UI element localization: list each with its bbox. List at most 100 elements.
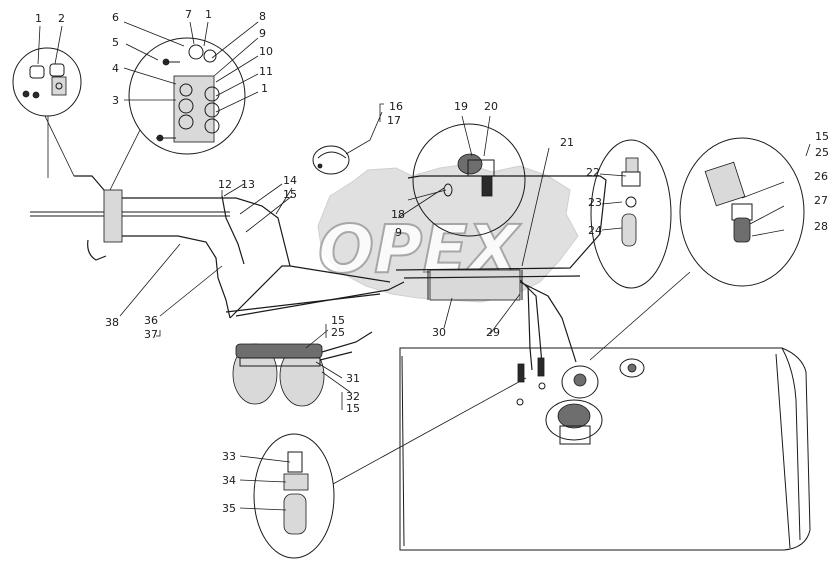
- callout-20: 20: [484, 100, 498, 113]
- fitting-24: [621, 213, 637, 247]
- valve-port-7: [178, 98, 194, 114]
- fitting-22: [625, 157, 639, 173]
- callout-1: 1: [35, 12, 42, 25]
- fitting-34: [283, 473, 309, 491]
- callout-6: 6: [112, 11, 119, 24]
- callout-23: 23: [588, 196, 602, 209]
- callout-24: 24: [588, 224, 602, 237]
- detail-ellipse-hose: [253, 433, 335, 559]
- washer-23: [625, 196, 637, 208]
- detail-bracket-small: [12, 47, 82, 178]
- callout-38: 38: [105, 316, 119, 329]
- fitting-33: [287, 451, 303, 473]
- frame-mount: [103, 189, 123, 243]
- callout-2: 2: [58, 12, 65, 25]
- bolt-small: [22, 90, 30, 98]
- detail-valve-block: [109, 37, 246, 191]
- callout-21: 21: [560, 136, 574, 149]
- detail-hose-fitting: [253, 377, 527, 559]
- callout-9: 9: [259, 27, 266, 40]
- fuel-tank: [399, 347, 811, 551]
- callout-30: 30: [432, 326, 446, 339]
- double-filter: [232, 331, 373, 407]
- tank-fitting-2: [537, 357, 545, 377]
- callout-5: 5: [112, 36, 119, 49]
- tank-cap: [619, 358, 645, 378]
- callout-15: 15: [283, 188, 297, 201]
- callout-27: 27: [814, 194, 828, 207]
- valve-port-6: [178, 114, 194, 130]
- filter-body: [429, 269, 521, 301]
- callout-36: 36: [144, 314, 158, 327]
- clamp-detail: [312, 111, 383, 175]
- callout-31: 31: [346, 372, 360, 385]
- valve-port-2: [203, 49, 217, 63]
- callout-labels: 1 2 6 7 1 8 9 5 10 4 11 3 1 16 17 19 20 …: [35, 8, 829, 515]
- detail-leader-valve: [109, 129, 141, 191]
- callout-14: 14: [283, 174, 297, 187]
- detail-ellipse-sensor: [679, 137, 805, 287]
- clip-small-2: [49, 63, 65, 77]
- callout-34: 34: [222, 474, 236, 487]
- callout-28: 28: [814, 220, 828, 233]
- callout-7: 7: [185, 8, 192, 21]
- center-filter: [395, 147, 607, 371]
- detail-fitting-stack: [590, 139, 672, 289]
- tank-pickup-flange: [545, 399, 603, 441]
- callout-26: 26: [814, 170, 828, 183]
- detail-circle-clamp: [412, 123, 526, 237]
- callout-18: 18: [391, 208, 405, 221]
- washer-small: [55, 82, 63, 90]
- valve-port-5: [204, 118, 220, 134]
- callout-1: 1: [205, 8, 212, 21]
- callout-33: 33: [222, 450, 236, 463]
- callout-17: 17: [387, 114, 401, 127]
- detail-circle-bracket-small: [12, 47, 82, 117]
- callout-13: 13: [241, 178, 255, 191]
- tank-sender-flange: [561, 365, 599, 399]
- callout-25: 25: [331, 326, 345, 339]
- callout-15: 15: [346, 402, 360, 415]
- clamp-ring: [312, 145, 350, 175]
- sensor-body: [704, 161, 746, 207]
- callout-29: 29: [486, 326, 500, 339]
- detail-ellipse-fittings: [590, 139, 672, 289]
- callout-brackets: [156, 103, 811, 410]
- callout-3: 3: [112, 94, 119, 107]
- callout-22: 22: [586, 166, 600, 179]
- detail-clamp-circle: [407, 123, 526, 237]
- callout-32: 32: [346, 390, 360, 403]
- tank-fitting-1: [517, 363, 525, 383]
- callout-12: 12: [218, 178, 232, 191]
- clamp-body: [457, 153, 483, 175]
- fitting-35: [283, 493, 307, 535]
- sensor-probe: [733, 217, 751, 243]
- valve-port-8: [179, 83, 193, 97]
- callout-35: 35: [222, 502, 236, 515]
- frame-bracket-left: [30, 175, 405, 319]
- callout-25: 25: [815, 146, 829, 159]
- watermark-gear: [317, 163, 579, 303]
- callout-16: 16: [389, 100, 403, 113]
- valve-port-1: [188, 44, 204, 60]
- valve-port-4: [204, 102, 220, 118]
- callout-9: 9: [395, 226, 402, 239]
- clip-small: [29, 65, 45, 79]
- detail-leader-small: [44, 115, 75, 177]
- leader-lines: [37, 21, 785, 511]
- tank-outline: [399, 347, 811, 551]
- callout-8: 8: [259, 10, 266, 23]
- nut-small: [32, 91, 40, 99]
- bracket-plate-small: [51, 76, 67, 96]
- callout-15: 15: [331, 314, 345, 327]
- callout-11: 11: [259, 65, 273, 78]
- callout-4: 4: [112, 62, 119, 75]
- detail-sensor: [589, 137, 805, 361]
- callout-10: 10: [259, 45, 273, 58]
- callout-19: 19: [454, 100, 468, 113]
- detail-circle-valve-block: [128, 37, 246, 155]
- callout-1: 1: [261, 82, 268, 95]
- callout-15: 15: [815, 130, 829, 143]
- callout-37: 37: [144, 328, 158, 341]
